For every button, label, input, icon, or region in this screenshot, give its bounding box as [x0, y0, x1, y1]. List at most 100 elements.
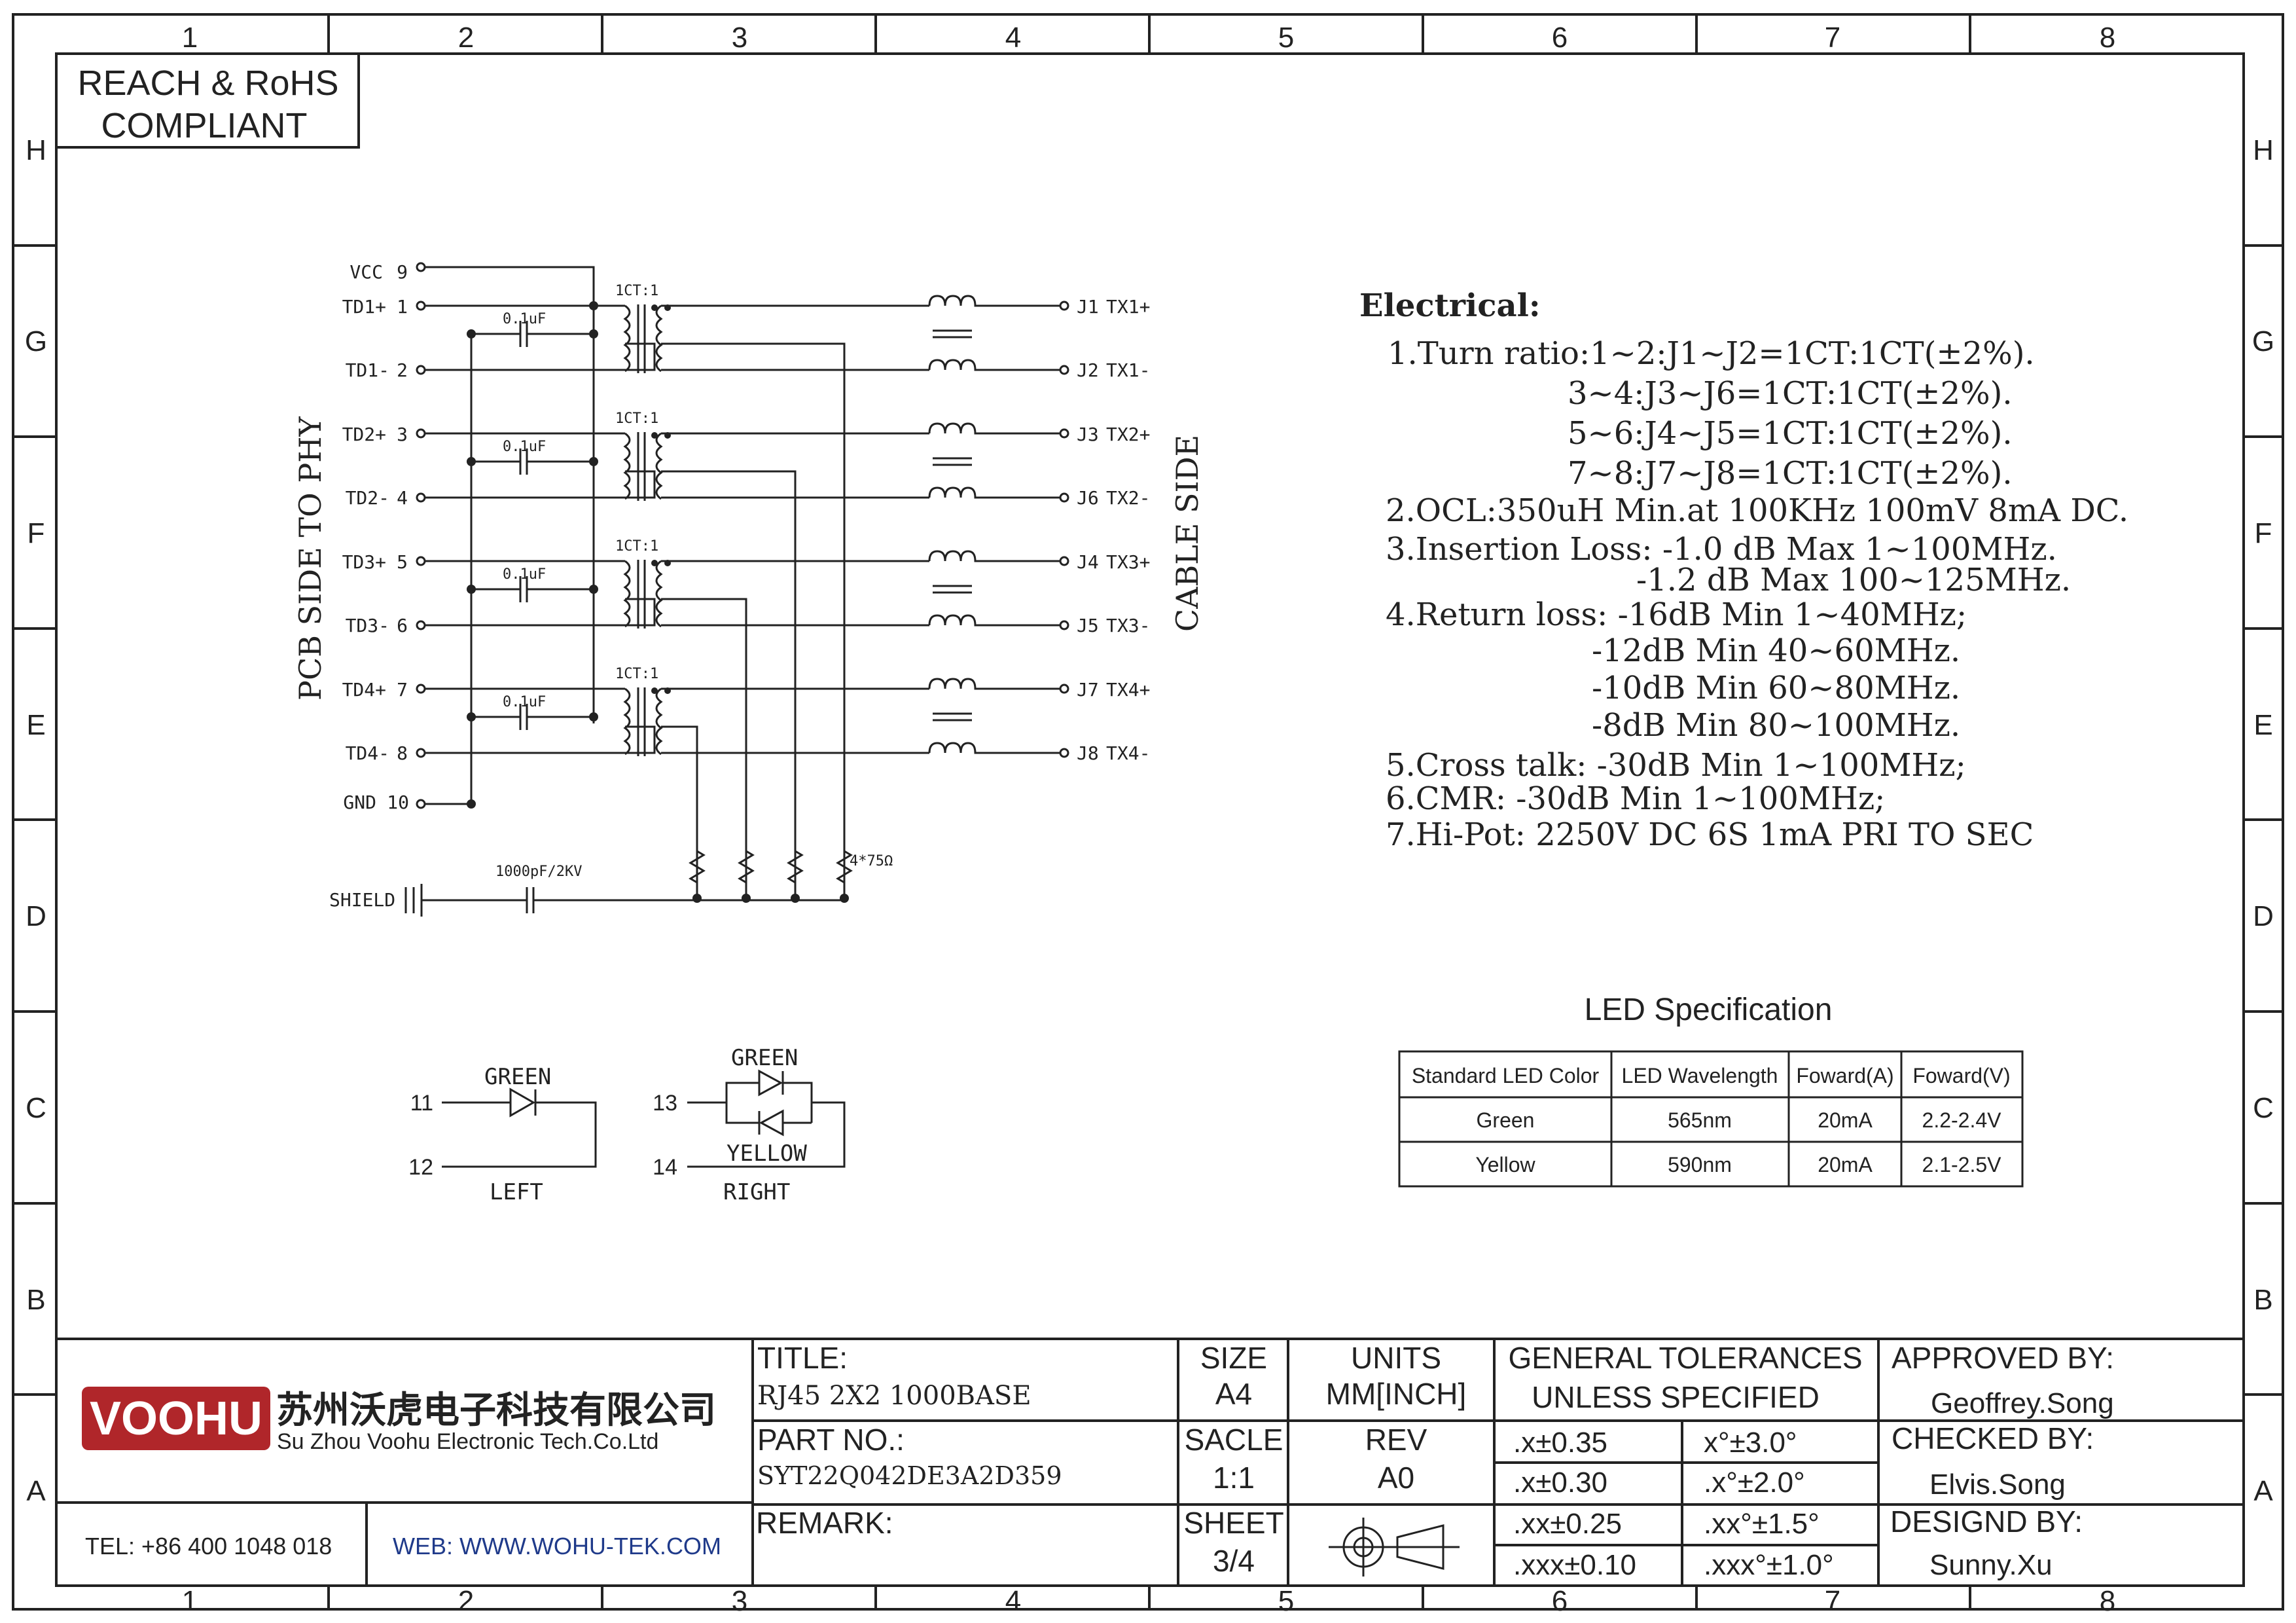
part-no-value: SYT22Q042DE3A2D359	[757, 1461, 1062, 1490]
size-value: A4	[1215, 1377, 1252, 1411]
electrical-line-9: -12dB Min 40~60MHz.	[1592, 632, 1960, 669]
row-label-left-d: D	[26, 900, 46, 932]
pin-label-vcc: VCC	[350, 261, 383, 283]
led-spec-header-wavelength: LED Wavelength	[1622, 1064, 1778, 1087]
pin-label-tx4p: TX4+	[1106, 679, 1150, 701]
col-label-top-2: 2	[458, 22, 474, 54]
ratio-label-1: 1CT:1	[615, 283, 658, 299]
left-terminals	[416, 262, 426, 809]
tolerance-angular: .x°±2.0°	[1704, 1467, 1805, 1499]
cap-label-4: 0.1uF	[503, 694, 546, 710]
ratio-label-3: 1CT:1	[615, 538, 658, 555]
pin-num-3: 3	[397, 424, 408, 445]
pin-label-td4p: TD4+	[342, 679, 386, 701]
pin-label-td2n: TD2-	[346, 487, 389, 509]
led-left-side: LEFT	[490, 1179, 543, 1205]
led-left: GREEN 11 12 LEFT	[408, 1064, 597, 1205]
led-spec-cell: 20mA	[1818, 1108, 1873, 1132]
cap-label-3: 0.1uF	[503, 566, 546, 583]
led-spec-cell: 20mA	[1818, 1153, 1873, 1176]
row-label-right-c: C	[2253, 1092, 2274, 1124]
company-logo: VOOHU	[82, 1387, 270, 1450]
tolerance-heading-2: UNLESS SPECIFIED	[1532, 1380, 1820, 1414]
col-label-bottom-4: 4	[1005, 1585, 1021, 1617]
projection-symbol-icon	[1329, 1518, 1460, 1577]
led-right-color-top: GREEN	[731, 1045, 798, 1071]
pin-label-tx4n: TX4-	[1106, 742, 1150, 764]
termination-resistors	[689, 845, 853, 898]
company-name-en: Su Zhou Voohu Electronic Tech.Co.Ltd	[277, 1429, 658, 1454]
led-spec-header-forward-v: Foward(V)	[1912, 1064, 2010, 1087]
title-label: TITLE:	[757, 1341, 848, 1375]
led-right-color-bottom: YELLOW	[726, 1140, 807, 1167]
pin-num-7: 7	[397, 679, 408, 701]
col-label-top-4: 4	[1005, 22, 1021, 54]
junction-dots	[467, 301, 849, 903]
pin-label-td3p: TD3+	[342, 551, 386, 573]
cable-side-label: CABLE SIDE	[1170, 435, 1205, 632]
compliance-line-2: COMPLIANT	[101, 106, 307, 145]
scale-value: 1:1	[1213, 1461, 1255, 1495]
title-block: VOOHU 苏州沃虎电子科技有限公司 Su Zhou Voohu Electro…	[56, 1338, 2244, 1586]
units-value: MM[INCH]	[1326, 1377, 1467, 1411]
electrical-line-12: 5.Cross talk: -30dB Min 1~100MHz;	[1386, 747, 1966, 784]
row-label-right-d: D	[2253, 900, 2274, 932]
col-label-top-5: 5	[1278, 22, 1294, 54]
magnetics-schematic: PCB SIDE TO PHY CABLE SIDE VCC 9 TD1+ 1 …	[293, 261, 1205, 917]
led-spec-title: LED Specification	[1585, 993, 1833, 1027]
designed-value: Sunny.Xu	[1929, 1549, 2053, 1581]
led-left-pin-a: 11	[410, 1091, 433, 1116]
frame-grid-ticks	[13, 14, 2283, 1609]
col-label-top-6: 6	[1552, 22, 1568, 54]
compliance-line-1: REACH & RoHS	[77, 64, 338, 103]
designed-label: DESIGND BY:	[1890, 1504, 2083, 1539]
col-label-top-3: 3	[732, 22, 747, 54]
shield-cap-label: 1000pF/2KV	[495, 864, 582, 880]
pcb-side-label: PCB SIDE TO PHY	[293, 416, 328, 701]
checked-value: Elvis.Song	[1929, 1468, 2066, 1501]
cap-label-1: 0.1uF	[503, 311, 546, 327]
led-spec-cell: 2.2-2.4V	[1922, 1108, 2002, 1132]
shield-label: SHIELD	[329, 889, 395, 911]
common-mode-chokes	[928, 295, 982, 754]
electrical-line-8: 4.Return loss: -16dB Min 1~40MHz;	[1386, 596, 1967, 633]
pin-label-td3n: TD3-	[346, 615, 389, 636]
approved-label: APPROVED BY:	[1892, 1341, 2114, 1375]
pin-num-j3: J3	[1077, 424, 1099, 445]
pin-label-td1p: TD1+	[342, 296, 386, 318]
units-label: UNITS	[1351, 1341, 1441, 1375]
row-label-left-c: C	[26, 1092, 46, 1124]
pin-num-j4: J4	[1077, 551, 1099, 573]
led-spec-cell: 590nm	[1668, 1153, 1732, 1176]
row-label-right-a: A	[2253, 1475, 2273, 1507]
pin-num-j5: J5	[1077, 615, 1099, 636]
scale-label: SACLE	[1185, 1423, 1283, 1457]
pin-label-tx1n: TX1-	[1106, 359, 1150, 381]
led-spec-header-forward-a: Foward(A)	[1796, 1064, 1893, 1087]
electrical-line-7: -1.2 dB Max 100~125MHz.	[1636, 562, 2071, 598]
pin-num-4: 4	[397, 487, 408, 509]
col-label-top-1: 1	[182, 22, 198, 54]
part-no-label: PART NO.:	[757, 1423, 905, 1457]
logo-text: VOOHU	[90, 1393, 262, 1445]
right-terminals	[1059, 301, 1069, 758]
pin-num-6: 6	[397, 615, 408, 636]
tolerance-linear: .xxx±0.10	[1513, 1549, 1636, 1581]
electrical-line-6: 3.Insertion Loss: -1.0 dB Max 1~100MHz.	[1386, 531, 2057, 568]
title-value: RJ45 2X2 1000BASE	[757, 1381, 1031, 1411]
tolerance-angular: x°±3.0°	[1704, 1427, 1797, 1459]
row-label-right-h: H	[2253, 134, 2274, 166]
led-left-pin-b: 12	[408, 1155, 433, 1180]
schematic-wiring	[404, 266, 1060, 917]
pin-num-10: 10	[387, 792, 409, 813]
electrical-line-14: 7.Hi-Pot: 2250V DC 6S 1mA PRI TO SEC	[1386, 816, 2034, 853]
tolerance-linear: .x±0.30	[1513, 1467, 1607, 1499]
col-label-bottom-1: 1	[182, 1585, 198, 1617]
pin-num-j7: J7	[1077, 679, 1099, 701]
led-spec-cell: Green	[1477, 1108, 1535, 1132]
tolerance-linear: .x±0.35	[1513, 1427, 1607, 1459]
electrical-line-11: -8dB Min 80~100MHz.	[1592, 707, 1960, 744]
pin-num-1: 1	[397, 296, 408, 318]
transformer-coils	[623, 304, 663, 756]
electrical-line-3: 5~6:J4~J5=1CT:1CT(±2%).	[1568, 415, 2013, 452]
